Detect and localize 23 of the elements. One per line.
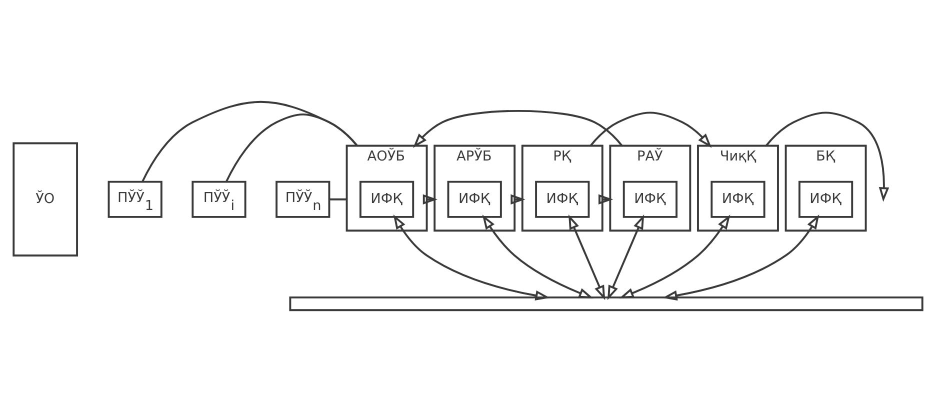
- node-box: ИФҚ: [710, 180, 766, 218]
- node-box: ИФҚ: [447, 180, 502, 218]
- arrow: [482, 214, 594, 298]
- connector: [142, 100, 358, 182]
- node-box: ЎО: [12, 142, 78, 256]
- node-bar: [289, 296, 924, 312]
- arrow: [598, 194, 614, 204]
- arrow: [422, 194, 438, 204]
- connector: [225, 114, 358, 182]
- connector: [329, 198, 347, 200]
- node-box: ИФҚ: [798, 180, 854, 218]
- arrow: [662, 214, 820, 301]
- arrow: [568, 214, 606, 300]
- arrow: [607, 214, 644, 300]
- node-box: ИФҚ: [359, 180, 414, 218]
- arrow: [590, 112, 712, 148]
- arrow: [413, 110, 623, 148]
- arrow: [765, 112, 890, 202]
- node-box: ИФҚ: [535, 180, 590, 218]
- arrow: [393, 214, 550, 301]
- arrow: [619, 214, 730, 298]
- node-box: ИФҚ: [622, 180, 678, 218]
- arrow: [510, 194, 526, 204]
